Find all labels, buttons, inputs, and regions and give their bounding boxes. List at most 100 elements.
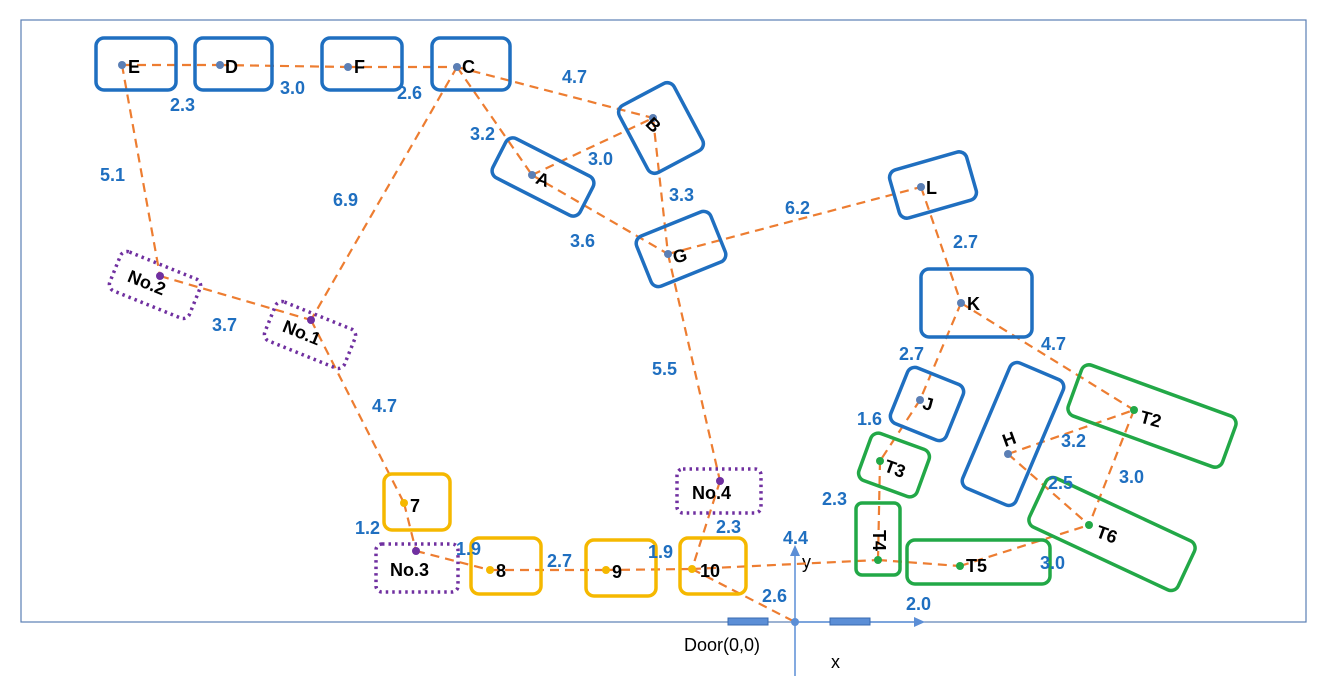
edge-E-No2 [120, 64, 162, 277]
edge-G-L [667, 185, 922, 256]
dist-10-T4: 4.4 [783, 528, 808, 548]
dist-T3-T4: 2.3 [822, 489, 847, 509]
edge-B-G [651, 117, 670, 255]
edge-D-F [219, 63, 349, 69]
edge-No2-No1 [159, 274, 312, 322]
node-H-box [960, 360, 1066, 508]
dot-9 [602, 566, 610, 574]
dist-8-9: 2.7 [547, 551, 572, 571]
node-A-box [490, 136, 596, 218]
node-L-box [887, 150, 979, 220]
label-T5: T5 [966, 556, 987, 576]
dist-E-D: 2.3 [170, 95, 195, 115]
dot-T4 [874, 556, 882, 564]
edge-C-A [456, 66, 533, 176]
dot-B [649, 114, 657, 122]
dist-T5-T6: 3.0 [1040, 553, 1065, 573]
edge-T3-T4 [876, 460, 882, 561]
dot-8 [486, 566, 494, 574]
edge-K-T2 [960, 302, 1135, 411]
label-C: C [462, 57, 475, 77]
label-No4: No.4 [692, 483, 731, 503]
label-T4: T4 [869, 530, 889, 551]
edge-No4-10 [690, 480, 722, 570]
room-frame [20, 19, 1307, 623]
dist-T2-T6: 3.0 [1119, 467, 1144, 487]
node-No4-box [675, 467, 763, 515]
node-T6-box [1027, 475, 1197, 593]
edge-J-T3 [879, 399, 921, 462]
label-T6: T6 [1093, 522, 1120, 548]
dist-No1-7: 4.7 [372, 396, 397, 416]
label-G: G [671, 245, 690, 268]
label-No1: No.1 [280, 316, 324, 349]
label-9: 9 [612, 562, 622, 582]
dist-No2-No1: 3.7 [212, 315, 237, 335]
node-10-box [678, 536, 748, 596]
dot-D [216, 61, 224, 69]
label-J: J [921, 393, 936, 415]
edge-7-No3 [402, 502, 418, 552]
dist-K-T2: 4.7 [1041, 334, 1066, 354]
edge-10-T4 [691, 558, 879, 571]
node-No3-box [374, 542, 460, 594]
dist-H-T2: 3.2 [1061, 431, 1086, 451]
node-T2-box [1066, 363, 1238, 469]
dot-L [917, 183, 925, 191]
node-C-box [430, 36, 512, 92]
edge-T4-T5 [877, 558, 961, 568]
dist-G-No4: 5.5 [652, 359, 677, 379]
node-No1-box [262, 299, 358, 371]
node-No2-box [107, 249, 203, 321]
node-F-box [320, 36, 404, 92]
dist-C-B: 4.7 [562, 67, 587, 87]
dot-G [664, 250, 672, 258]
edge-A-B [531, 117, 654, 176]
dist-B-G: 3.3 [669, 185, 694, 205]
dot-10 [688, 565, 696, 573]
dist-D-F: 3.0 [280, 78, 305, 98]
edge-T5-T6 [959, 523, 1090, 568]
node-8-box [469, 536, 543, 596]
dot-T6 [1085, 521, 1093, 529]
distance-labels: 2.3 3.0 2.6 4.7 3.2 3.0 3.3 3.6 6.2 5.1 … [100, 67, 1144, 614]
purple-nodes [107, 249, 763, 594]
dot-No2 [156, 272, 164, 280]
edge-H-T2 [1007, 408, 1135, 456]
node-dots [118, 61, 1138, 626]
label-L: L [926, 178, 937, 198]
label-A: A [533, 168, 552, 191]
label-7: 7 [410, 496, 420, 516]
edge-A-G [531, 174, 669, 255]
x-axis-arrowhead [914, 617, 925, 627]
dist-A-G: 3.6 [570, 231, 595, 251]
node-D-box [193, 36, 274, 92]
dist-G-L: 6.2 [785, 198, 810, 218]
edge-L-K [919, 186, 963, 304]
dist-C-No1: 6.9 [333, 190, 358, 210]
dist-J-T3: 1.6 [857, 409, 882, 429]
door-segment-right [829, 617, 871, 626]
label-No3: No.3 [390, 560, 429, 580]
dot-F [344, 63, 352, 71]
dist-L-K: 2.7 [953, 232, 978, 252]
node-7-box [382, 472, 452, 532]
dot-H [1004, 450, 1012, 458]
label-E: E [128, 57, 140, 77]
dot-No1 [307, 316, 315, 324]
node-9-box [584, 538, 658, 598]
yellow-nodes [382, 472, 748, 598]
node-E-box [94, 36, 178, 92]
dot-C [453, 63, 461, 71]
edge-No3-8 [415, 549, 491, 572]
node-T3-box [856, 431, 932, 499]
dist-10-door: 2.6 [762, 586, 787, 606]
dist-No3-8: 1.9 [456, 539, 481, 559]
dot-T5 [956, 562, 964, 570]
green-nodes [854, 363, 1238, 593]
dot-No3 [412, 547, 420, 555]
dot-A [528, 171, 536, 179]
edge-G-No4 [666, 253, 722, 482]
dist-C-A: 3.2 [470, 124, 495, 144]
